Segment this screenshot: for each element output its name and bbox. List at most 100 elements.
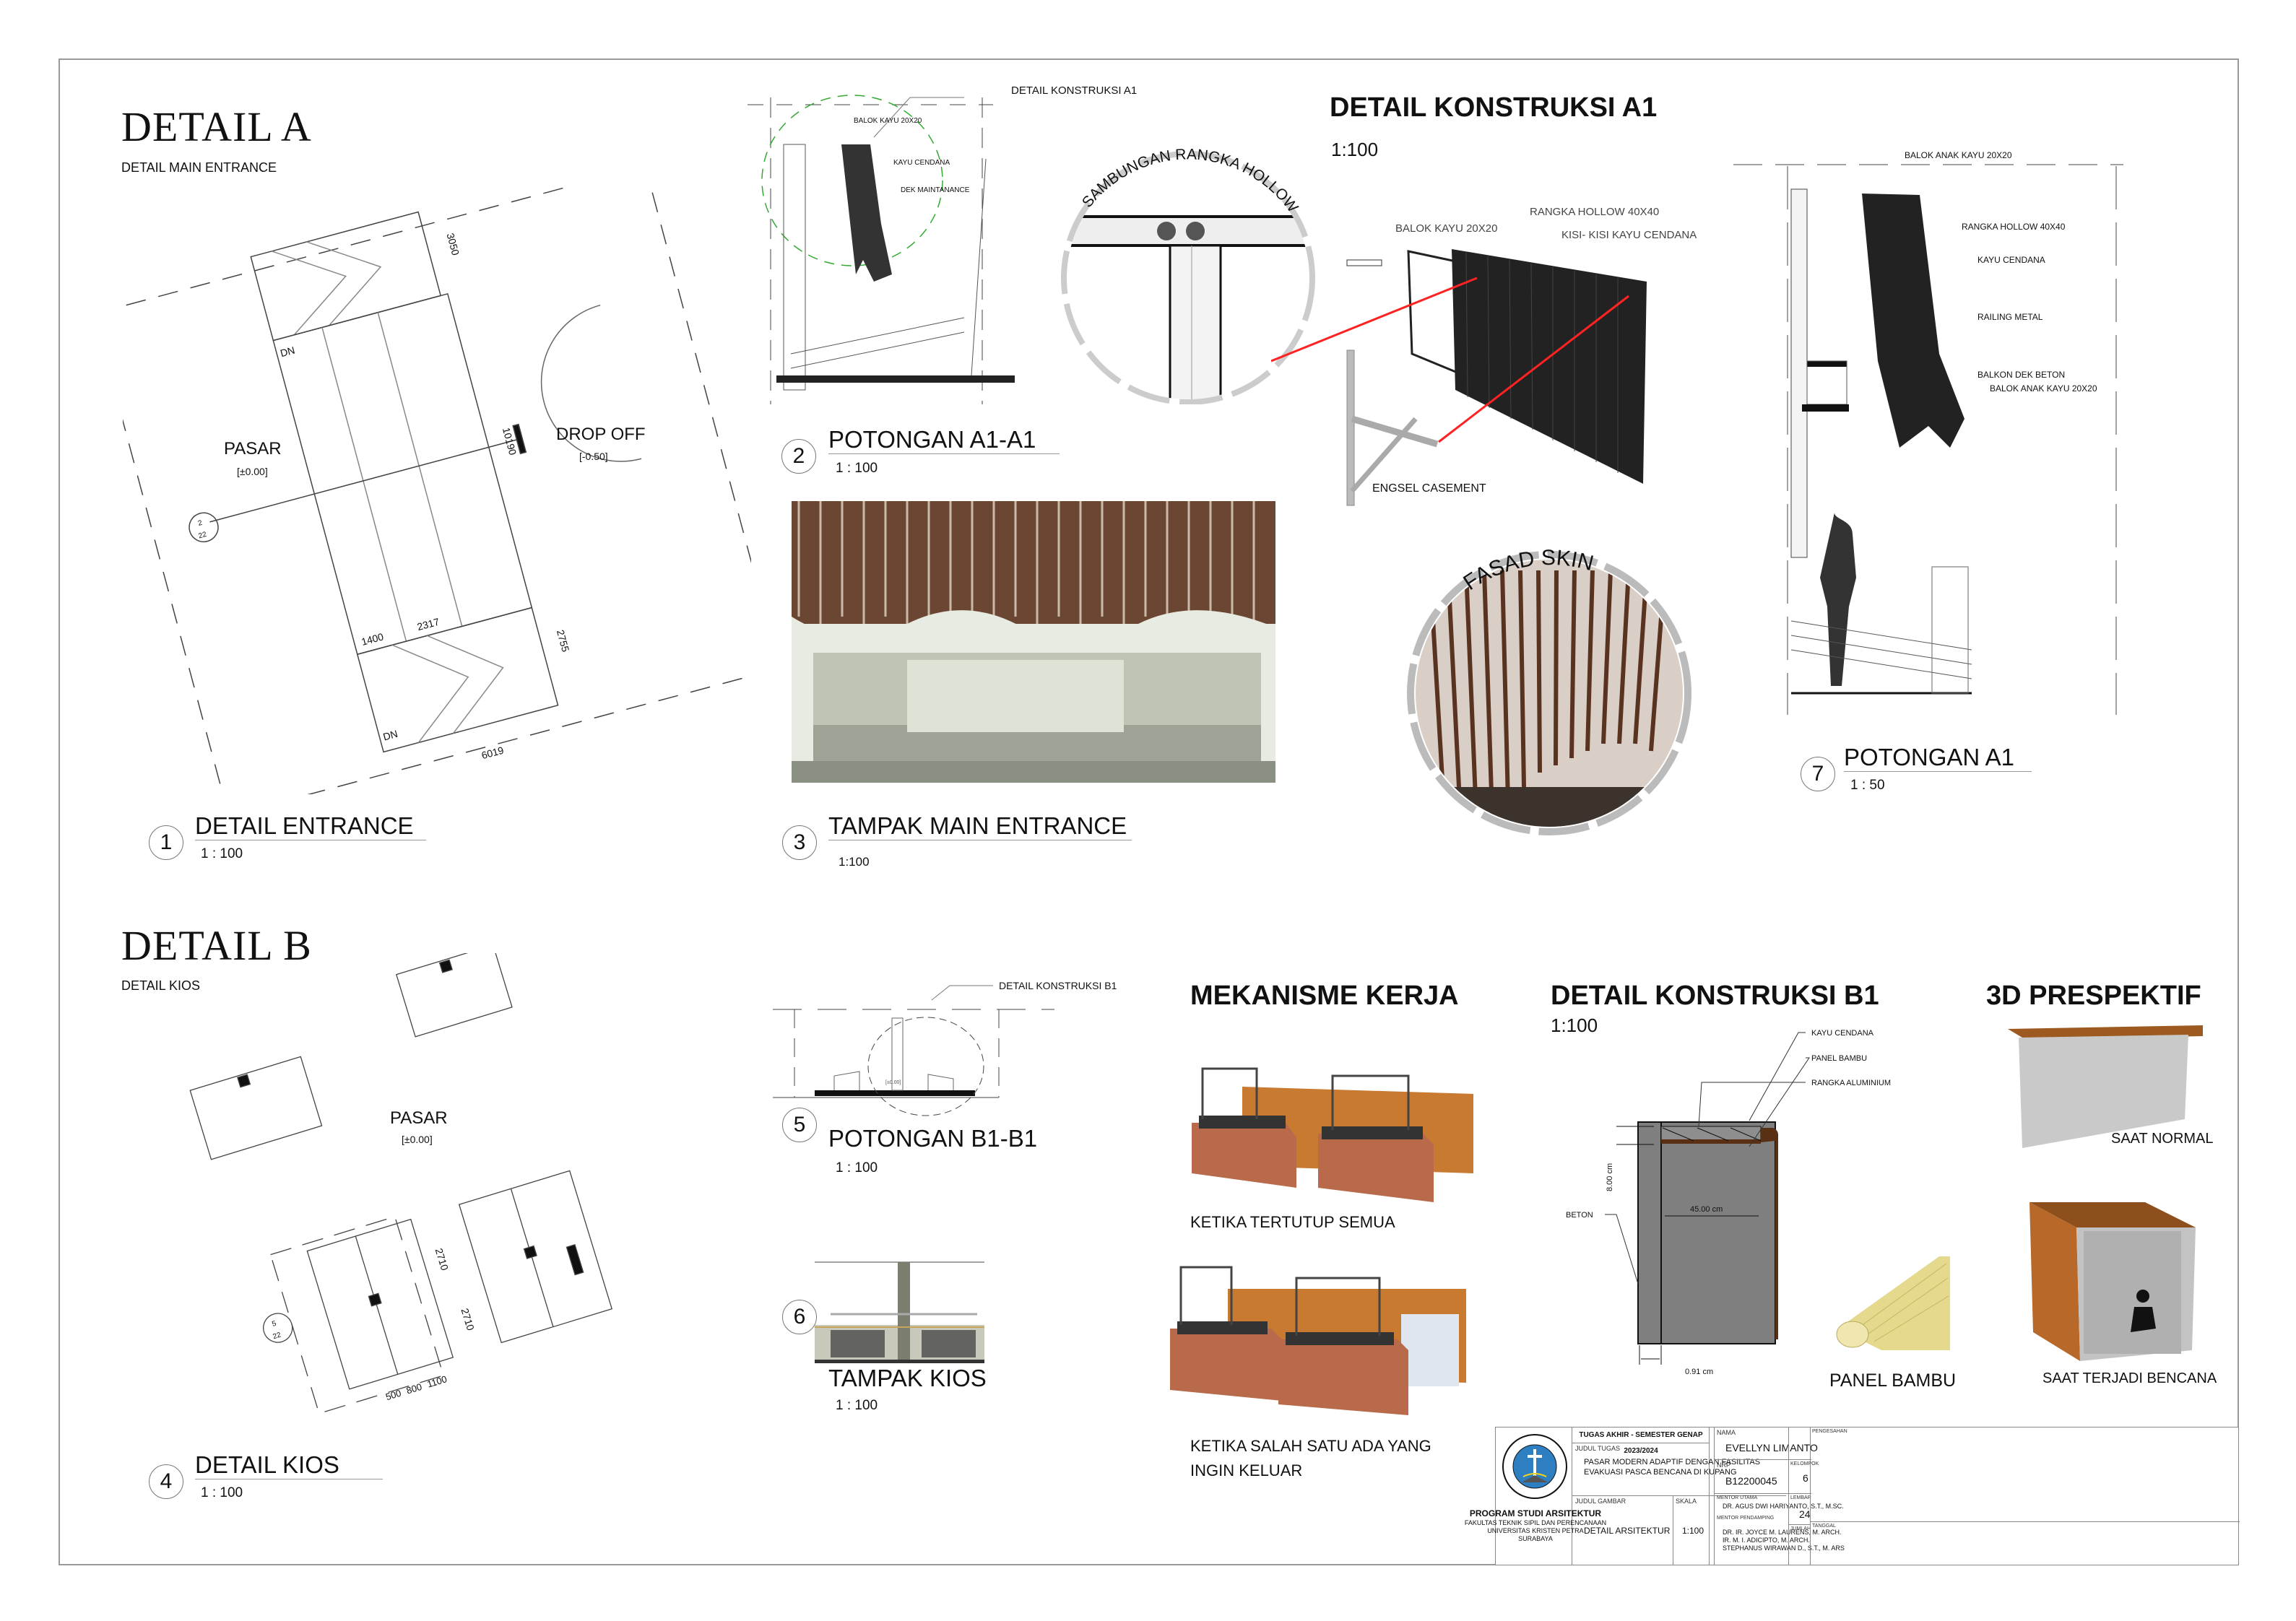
stall-closed-render [1192, 1067, 1473, 1202]
label-kayu-cendana: KAYU CENDANA [893, 159, 950, 167]
program-name: PROGRAM STUDI ARSITEKTUR [1469, 1508, 1602, 1518]
tb-col-4-line [1788, 1427, 1789, 1565]
detail-b-title: DETAIL B [121, 922, 312, 969]
tb-divider-3 [1714, 1493, 1811, 1494]
view-number-2: 2 [781, 439, 816, 474]
plan-boundary [123, 188, 751, 794]
tb-mentor-pendamping-label: MENTOR PENDAMPING [1717, 1516, 1775, 1521]
kiosk-normal-render [2008, 1025, 2203, 1148]
dim-1400: 1400 [360, 630, 385, 648]
view-title-1: DETAIL ENTRANCE [195, 812, 426, 840]
city-name: SURABAYA [1518, 1535, 1553, 1542]
label-balok-anak-kayu-top: BALOK ANAK KAYU 20X20 [1905, 150, 2012, 160]
detail-konstruksi-b1-scale: 1:100 [1551, 1014, 1598, 1036]
konstruksi-b1-drawing: KAYU CENDANA PANEL BAMBU RANGKA ALUMINIU… [1566, 1029, 1950, 1376]
tb-mentor-pendamping-1: DR. IR. JOYCE M. LAURENS, M. ARCH. [1723, 1529, 1842, 1536]
dim-2710-a: 2710 [433, 1247, 451, 1272]
label-rangka-hollow: RANGKA HOLLOW 40X40 [1962, 222, 2066, 232]
title-block: PROGRAM STUDI ARSITEKTUR FAKULTAS TEKNIK… [1465, 1427, 2240, 1565]
tb-nama: EVELLYN LIMANTO [1725, 1442, 1818, 1453]
label-railing-metal: RAILING METAL [1977, 312, 2043, 322]
tb-col-3-line [1714, 1427, 1715, 1565]
tb-divider-5 [1810, 1521, 2240, 1522]
room-level-pasar-b: [±0.00] [402, 1134, 433, 1145]
dim-45cm: 45.00 cm [1690, 1205, 1723, 1214]
section-marker-number-b: 5 [271, 1320, 277, 1329]
section-b1b1-drawing [773, 985, 1054, 1116]
tb-judul-gambar-label: JUDUL GAMBAR [1575, 1498, 1626, 1505]
kiosk-disaster-render [2029, 1202, 2196, 1361]
tampak-main-entrance-render [792, 501, 1275, 783]
dim-800: 800 [405, 1381, 423, 1396]
detail-a-subtitle: DETAIL MAIN ENTRANCE [121, 160, 277, 175]
dim-2317: 2317 [416, 616, 441, 633]
label-balkon-dek-beton: BALKON DEK BETON [1977, 370, 2066, 380]
tb-judul-tugas-2: EVAKUASI PASCA BENCANA DI KUPANG [1584, 1468, 1737, 1477]
panel-bambu-caption: PANEL BAMBU [1829, 1370, 1957, 1391]
section-marker-sheet-b: 22 [272, 1331, 282, 1341]
view-scale-5: 1 : 100 [836, 1160, 878, 1175]
stall-open-render [1170, 1266, 1466, 1415]
view-scale-3: 1:100 [839, 855, 870, 869]
tb-nrp: B12200045 [1725, 1475, 1777, 1487]
view-number-7: 7 [1801, 757, 1835, 791]
view-scale-7: 1 : 50 [1850, 778, 1885, 793]
detail-konstruksi-a1-scale: 1:100 [1331, 139, 1379, 160]
label-kayu-cendana-b1: KAYU CENDANA [1811, 1029, 1874, 1038]
tb-mentor-utama: DR. AGUS DWI HARIYANTO, S.T., M.SC. [1723, 1503, 1844, 1510]
label-kayu-cendana-a1: KAYU CENDANA [1977, 255, 2045, 265]
room-level-pasar: [±0.00] [237, 466, 268, 477]
tb-mentor-utama-label: MENTOR UTAMA [1717, 1495, 1758, 1500]
university-logo [1502, 1434, 1567, 1499]
tb-lembar: 24 [1799, 1508, 1811, 1520]
tb-divider-2 [1714, 1459, 1811, 1460]
caption-saat-bencana: SAAT TERJADI BENCANA [2042, 1370, 2217, 1386]
detail-konstruksi-b1-title: DETAIL KONSTRUKSI B1 [1551, 981, 1879, 1011]
dn-label-top: DN [279, 344, 296, 360]
dim-2710-b: 2710 [459, 1307, 477, 1332]
tb-tanggal-label: TANGGAL [1812, 1524, 1836, 1529]
tb-nama-label: NAMA [1717, 1429, 1736, 1436]
detail-a-title: DETAIL A [121, 103, 312, 150]
tb-kelompok: 6 [1803, 1472, 1808, 1484]
prespektif-title: 3D PRESPEKTIF [1986, 981, 2201, 1011]
section-marker-sheet: 22 [198, 531, 208, 541]
dim-8cm: 8.00 cm [1606, 1163, 1614, 1191]
view-title-4: DETAIL KIOS [195, 1451, 383, 1479]
fasad-skin-detail: FASAD SKIN [1407, 546, 1691, 835]
view-title-5: POTONGAN B1-B1 [828, 1125, 1038, 1152]
sambungan-rangka-hollow-detail: SAMBUNGAN RANGKA HOLLOW [1061, 146, 1315, 404]
room-label-pasar: PASAR [224, 439, 282, 459]
view-scale-1: 1 : 100 [201, 846, 243, 861]
label-engsel-casement: ENGSEL CASEMENT [1372, 482, 1486, 495]
view-title-2: POTONGAN A1-A1 [828, 426, 1060, 454]
dim-091cm: 0.91 cm [1685, 1368, 1713, 1376]
dim-1100: 1100 [425, 1373, 448, 1390]
tb-kelompok-label: KELOMPOK [1790, 1461, 1819, 1466]
view-title-3: TAMPAK MAIN ENTRANCE [828, 812, 1132, 840]
tb-lembar-label: LEMBAR [1790, 1495, 1811, 1500]
section-marker-number: 2 [197, 519, 204, 528]
tb-skala-label: SKALA [1676, 1498, 1697, 1505]
faculty-name: FAKULTAS TEKNIK SIPIL DAN PERENCANAAN [1464, 1519, 1607, 1526]
caption-tertutup-semua: KETIKA TERTUTUP SEMUA [1190, 1213, 1395, 1231]
detail-b-subtitle: DETAIL KIOS [121, 978, 201, 993]
tb-mentor-pendamping-3: STEPHANUS WIRAWAN D., S.T., M. ARS [1723, 1544, 1845, 1552]
dim-2755: 2755 [555, 628, 572, 653]
tb-col-2 [1572, 1427, 1710, 1565]
dim-500: 500 [384, 1388, 402, 1403]
mekanisme-kerja-title: MEKANISME KERJA [1190, 981, 1459, 1011]
level-b1: [±0.00] [885, 1080, 901, 1085]
fasad-exploded-diagram [1271, 249, 1647, 506]
view-number-1: 1 [149, 825, 183, 860]
label-dek-maintanance: DEK MAINTANANCE [901, 186, 970, 194]
dim-3050: 3050 [445, 232, 462, 256]
callout-detail-konstruksi-b1: DETAIL KONSTRUKSI B1 [999, 980, 1117, 991]
view-scale-2: 1 : 100 [836, 461, 878, 476]
view-title-6: TAMPAK KIOS [828, 1365, 987, 1391]
room-label-pasar-b: PASAR [390, 1108, 448, 1128]
label-rangka-hollow-a1: RANGKA HOLLOW 40X40 [1530, 206, 1660, 218]
tb-judul-tugas-1: PASAR MODERN ADAPTIF DENGAN FASILITAS [1584, 1458, 1761, 1466]
detail-konstruksi-a1-title: DETAIL KONSTRUKSI A1 [1330, 92, 1658, 123]
tb-divider-4 [1788, 1524, 1810, 1525]
